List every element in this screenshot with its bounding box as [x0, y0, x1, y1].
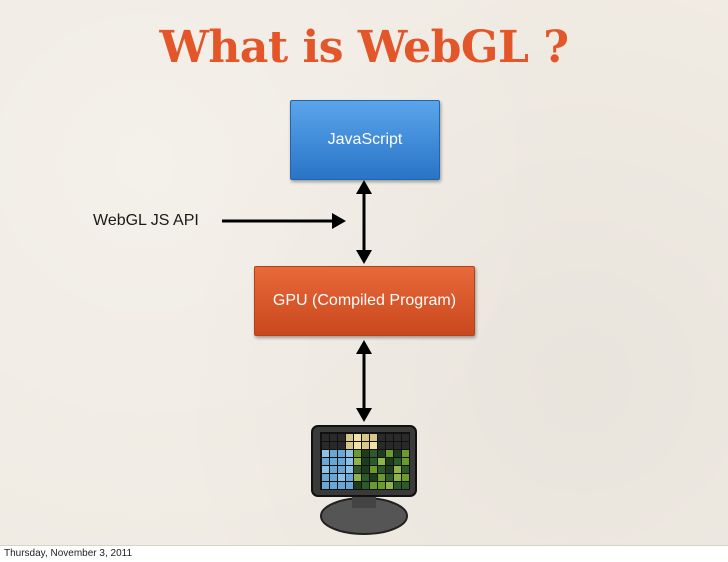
screen-pixel: [338, 434, 345, 441]
screen-pixel: [394, 458, 401, 465]
screen-pixel: [322, 450, 329, 457]
screen-pixel: [370, 434, 377, 441]
screen-pixel: [346, 466, 353, 473]
screen-pixel: [330, 450, 337, 457]
gpu-box: GPU (Compiled Program): [254, 266, 475, 336]
screen-pixel: [402, 482, 409, 489]
screen-pixel: [394, 482, 401, 489]
screen-pixel: [322, 434, 329, 441]
screen-pixel: [346, 434, 353, 441]
screen-pixel: [362, 458, 369, 465]
screen-pixel: [330, 442, 337, 449]
screen-pixel: [322, 482, 329, 489]
screen-pixel: [330, 434, 337, 441]
screen-pixel: [322, 474, 329, 481]
api-arrow-head: [332, 213, 346, 229]
screen-pixel: [322, 442, 329, 449]
screen-pixel: [386, 434, 393, 441]
screen-pixel: [346, 482, 353, 489]
screen-pixel: [354, 474, 361, 481]
screen-pixel: [322, 458, 329, 465]
screen-pixel: [370, 466, 377, 473]
gpu-box-label: GPU (Compiled Program): [272, 292, 457, 309]
screen-pixel: [402, 466, 409, 473]
screen-pixel: [386, 450, 393, 457]
screen-pixel: [338, 458, 345, 465]
screen-pixel: [370, 482, 377, 489]
screen-pixel: [370, 450, 377, 457]
javascript-box-label: JavaScript: [327, 131, 403, 148]
screen-pixel: [386, 442, 393, 449]
screen-pixel: [354, 442, 361, 449]
screen-pixel: [362, 442, 369, 449]
screen-pixel: [378, 458, 385, 465]
screen-pixel: [330, 458, 337, 465]
screen-pixel: [394, 474, 401, 481]
slide-title: What is WebGL ?: [159, 22, 569, 73]
screen-pixel: [354, 434, 361, 441]
footer-date: Thursday, November 3, 2011: [4, 548, 133, 559]
screen-pixel: [378, 482, 385, 489]
screen-pixel: [386, 482, 393, 489]
webgl-api-label: WebGL JS API: [93, 212, 199, 229]
javascript-box: JavaScript: [290, 100, 440, 180]
screen-pixel: [362, 450, 369, 457]
screen-pixel: [370, 442, 377, 449]
screen-pixel: [402, 474, 409, 481]
screen-pixel: [338, 450, 345, 457]
monitor-icon: [311, 425, 417, 535]
screen-pixel: [330, 466, 337, 473]
screen-pixel: [330, 474, 337, 481]
screen-pixel: [346, 474, 353, 481]
screen-pixel: [378, 474, 385, 481]
screen-pixel: [338, 474, 345, 481]
screen-pixel: [378, 450, 385, 457]
screen-pixel: [338, 482, 345, 489]
screen-pixel: [346, 450, 353, 457]
diagram-arrows: [222, 180, 417, 535]
js-gpu-arrow: [356, 180, 372, 264]
screen-pixel: [354, 450, 361, 457]
slide: What is WebGL ? JavaScript WebGL JS API …: [0, 0, 728, 545]
screen-pixel: [402, 450, 409, 457]
screen-pixel: [394, 442, 401, 449]
screen-pixel: [354, 466, 361, 473]
screen-pixel: [338, 466, 345, 473]
screen-pixel: [386, 458, 393, 465]
screen-pixel: [386, 466, 393, 473]
screen-pixel: [378, 434, 385, 441]
screen-pixel: [370, 458, 377, 465]
footer: Thursday, November 3, 2011: [0, 545, 728, 562]
screen-pixel: [402, 458, 409, 465]
screen-pixel: [402, 442, 409, 449]
gpu-monitor-arrow: [356, 340, 372, 422]
screen-pixel: [362, 482, 369, 489]
screen-pixel: [362, 474, 369, 481]
screen-pixel: [330, 482, 337, 489]
screen-pixel: [378, 442, 385, 449]
screen-pixel: [346, 458, 353, 465]
screen-pixel: [386, 474, 393, 481]
screen-pixel: [394, 450, 401, 457]
screen-pixel: [362, 434, 369, 441]
screen-pixel: [370, 474, 377, 481]
screen-pixel: [354, 482, 361, 489]
screen-pixel: [362, 466, 369, 473]
screen-pixel: [338, 442, 345, 449]
screen-pixel: [322, 466, 329, 473]
screen-pixel: [402, 434, 409, 441]
screen-pixel: [394, 466, 401, 473]
screen-pixel: [346, 442, 353, 449]
screen-pixel: [394, 434, 401, 441]
screen-pixel: [378, 466, 385, 473]
screen-pixel: [354, 458, 361, 465]
